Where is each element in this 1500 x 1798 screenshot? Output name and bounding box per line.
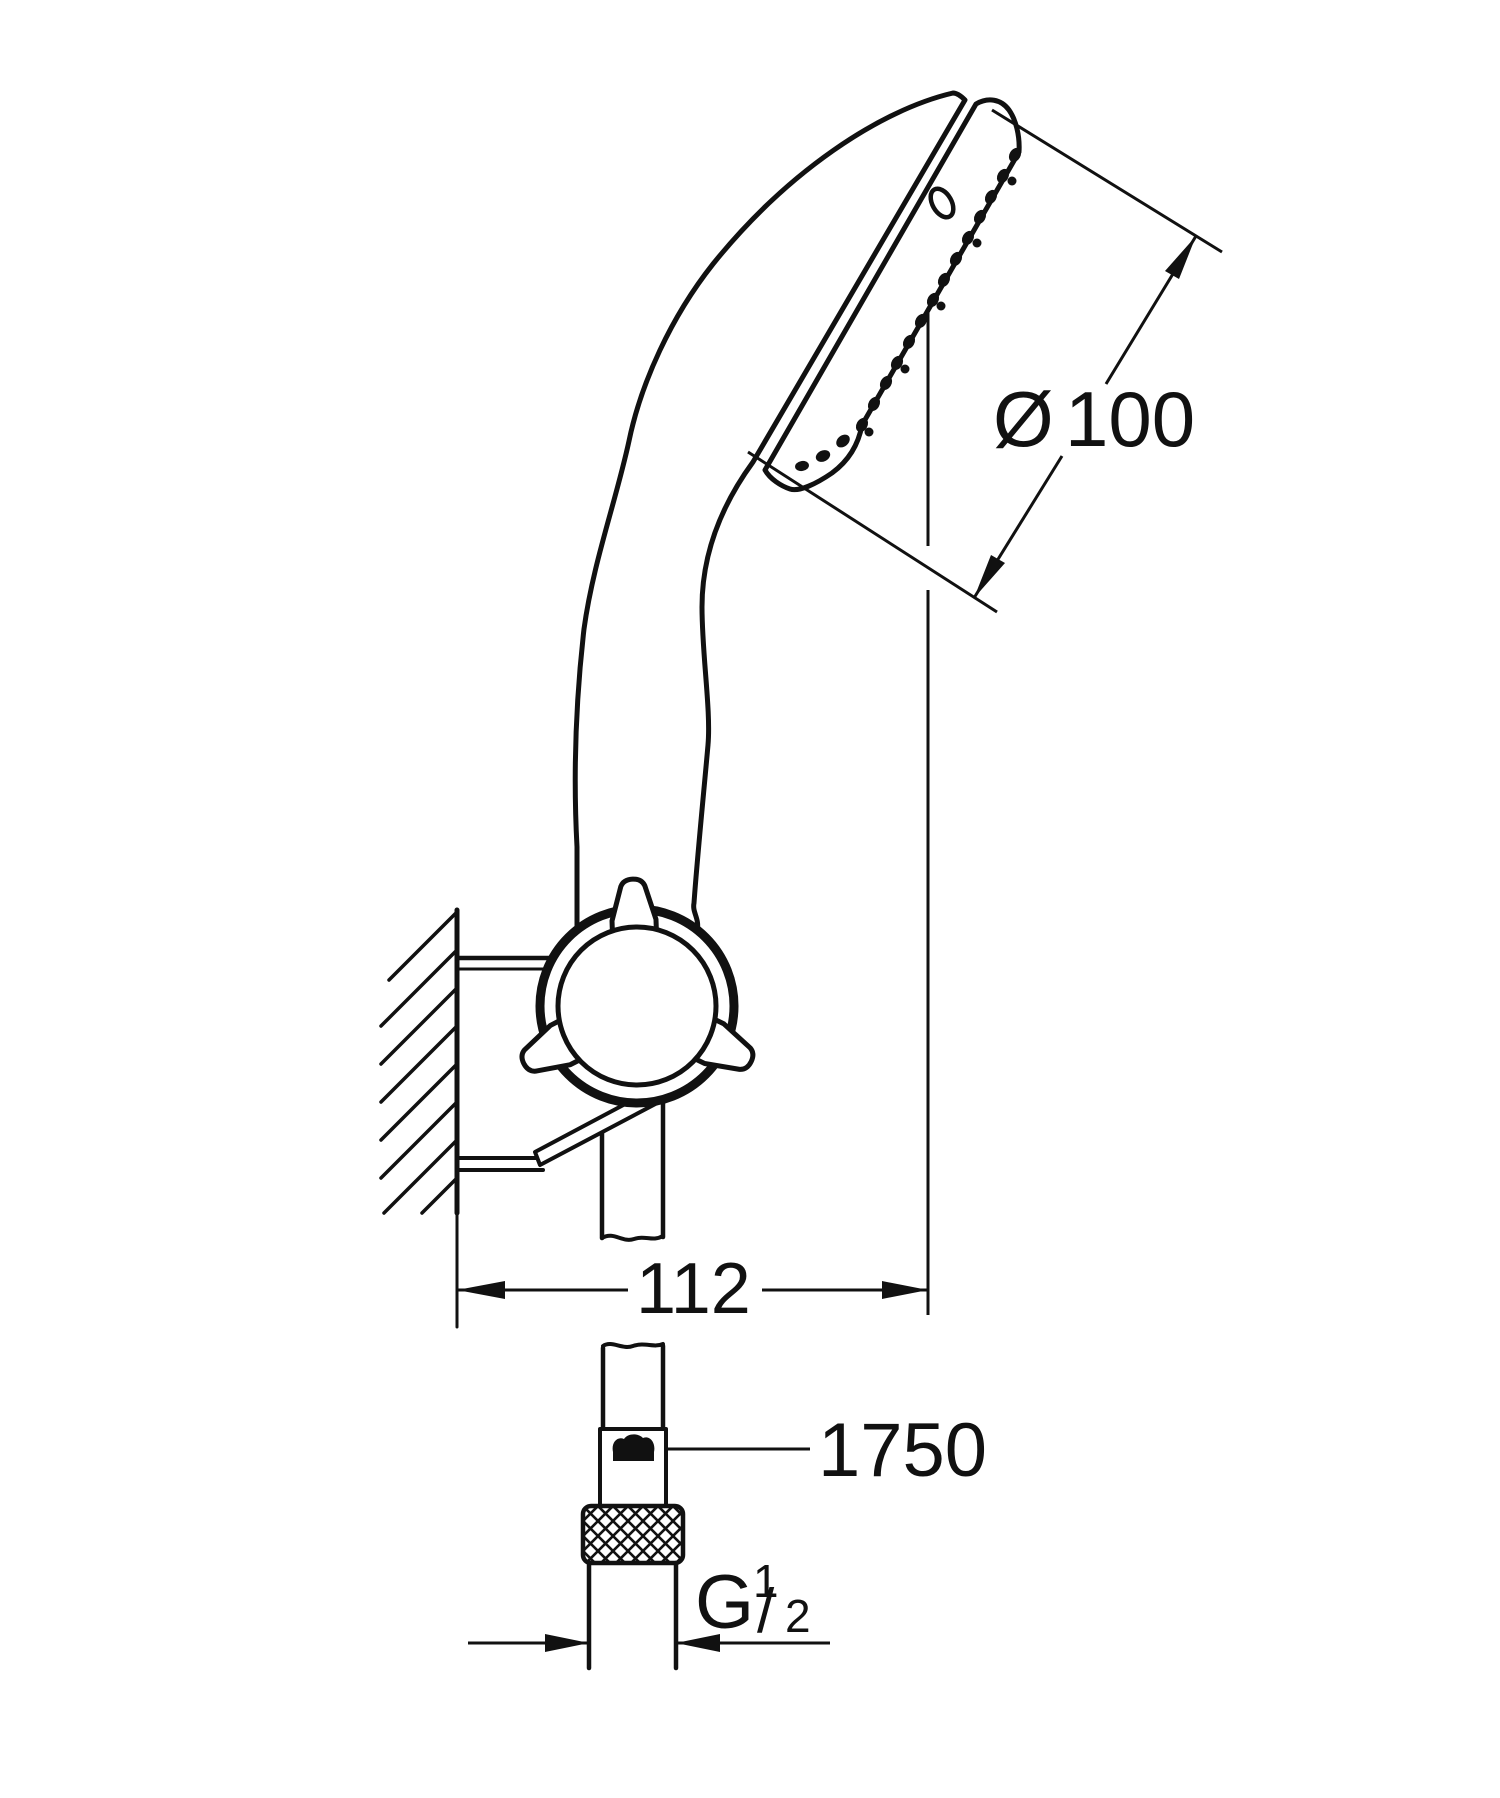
wall-hatching	[379, 910, 459, 1215]
hand-shower	[572, 90, 1022, 935]
wall-holder-ring	[519, 876, 756, 1108]
wall-section	[379, 907, 460, 1329]
extension-line-lower	[747, 450, 998, 614]
dim-thread-denominator: 2	[785, 1590, 811, 1642]
arrowhead-diameter-lower	[974, 555, 1005, 598]
knurled-nut	[580, 1503, 686, 1566]
nozzle-dots	[795, 147, 1022, 472]
spray-face-plate	[762, 97, 1022, 493]
arrowhead-offset-left	[457, 1281, 505, 1299]
dimension-thread: G 1 / 2	[468, 1555, 830, 1652]
dim-head-diameter-symbol: Ø	[993, 375, 1054, 463]
face-center-opening	[928, 186, 956, 220]
holder-bracket	[454, 955, 555, 1172]
hose-break-line-upper	[600, 1233, 665, 1242]
hose-lower-segment	[580, 1342, 686, 1671]
dim-thread-letter: G	[695, 1560, 754, 1645]
extension-line-upper	[991, 108, 1223, 254]
arrowhead-offset-right	[882, 1281, 928, 1299]
hose-upper-segment	[599, 1097, 666, 1242]
dim-hose-length-value: 1750	[818, 1408, 987, 1493]
shower-head-body	[572, 90, 968, 935]
arrowhead-thread-right	[676, 1634, 720, 1652]
arrowhead-thread-left	[545, 1634, 589, 1652]
dim-holder-offset-value: 112	[636, 1249, 751, 1329]
dimension-holder-offset: 112	[457, 1249, 928, 1329]
dim-head-diameter-value: 100	[1065, 375, 1195, 463]
dimension-head-diameter: Ø 100	[747, 108, 1223, 614]
hose-break-line-lower	[601, 1342, 665, 1349]
dimension-hose-length: 1750	[668, 1408, 987, 1493]
holder-ring-inner	[555, 924, 719, 1088]
arrowhead-diameter-upper	[1165, 236, 1196, 279]
dim-thread-slash: /	[757, 1577, 775, 1646]
hose-fitting-marking	[612, 1434, 655, 1461]
dim-thread-numerator: 1	[753, 1555, 779, 1607]
